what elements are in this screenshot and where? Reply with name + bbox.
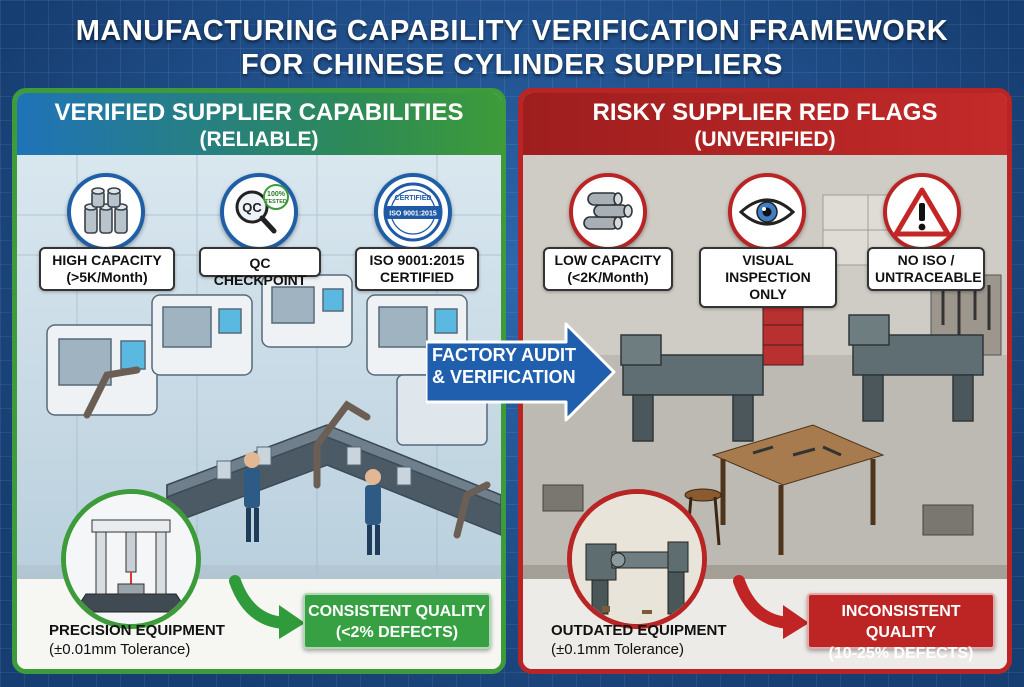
- verified-panel-header: VERIFIED SUPPLIER CAPABILITIES (RELIABLE…: [17, 93, 501, 155]
- factory-audit-text: FACTORY AUDIT & VERIFICATION: [432, 344, 592, 388]
- verified-subheading: (RELIABLE): [199, 128, 319, 151]
- outdated-equipment-text: OUTDATED EQUIPMENT (±0.1mm Tolerance): [551, 621, 727, 659]
- curved-arrow-green-icon: [229, 575, 305, 639]
- qc-magnifier-icon: QC 100% TESTED: [220, 173, 298, 251]
- svg-text:TESTED: TESTED: [265, 199, 287, 205]
- low-capacity-label: LOW CAPACITY (<2K/Month): [543, 247, 673, 291]
- curved-arrow-red-icon: [733, 575, 809, 639]
- factory-audit-arrow: FACTORY AUDIT & VERIFICATION: [426, 322, 616, 422]
- outdated-equipment-label: OUTDATED EQUIPMENT: [551, 622, 727, 639]
- iso-certified-label: ISO 9001:2015 CERTIFIED: [355, 247, 479, 291]
- svg-text:CERTIFIED: CERTIFIED: [395, 195, 432, 202]
- verified-heading: VERIFIED SUPPLIER CAPABILITIES: [54, 99, 464, 126]
- svg-text:QC: QC: [242, 200, 262, 215]
- verified-panel: VERIFIED SUPPLIER CAPABILITIES (RELIABLE…: [12, 88, 506, 674]
- inconsistent-quality-badge: INCONSISTENT QUALITY (10-25% DEFECTS): [807, 593, 995, 662]
- factory-audit-line-1: FACTORY AUDIT: [432, 345, 577, 365]
- consistent-quality-badge: CONSISTENT QUALITY (<2% DEFECTS): [303, 593, 491, 649]
- no-iso-label: NO ISO / UNTRACEABLE: [867, 247, 985, 291]
- iso-seal-icon: CERTIFIED ISO 9001:2015: [374, 173, 452, 251]
- title-line-1: MANUFACTURING CAPABILITY VERIFICATION FR…: [75, 15, 949, 47]
- cylinders-stack-icon: [67, 173, 145, 251]
- qc-checkpoint-label: QC CHECKPOINT: [199, 247, 321, 288]
- cylinders-pile-icon: [569, 173, 647, 251]
- risky-panel-header: RISKY SUPPLIER RED FLAGS (UNVERIFIED): [523, 93, 1007, 155]
- outdated-tolerance: (±0.1mm Tolerance): [551, 641, 685, 658]
- risky-panel: RISKY SUPPLIER RED FLAGS (UNVERIFIED): [518, 88, 1012, 674]
- precision-tolerance: (±0.01mm Tolerance): [49, 641, 191, 658]
- warning-triangle-icon: [883, 173, 961, 251]
- factory-audit-line-2: & VERIFICATION: [432, 367, 576, 387]
- risky-subheading: (UNVERIFIED): [694, 128, 836, 151]
- svg-text:100%: 100%: [267, 191, 286, 198]
- precision-equipment-text: PRECISION EQUIPMENT (±0.01mm Tolerance): [49, 621, 225, 659]
- old-lathe-icon: [567, 489, 707, 629]
- precision-equipment-label: PRECISION EQUIPMENT: [49, 622, 225, 639]
- title-line-2: FOR CHINESE CYLINDER SUPPLIERS: [241, 49, 783, 81]
- precision-cmm-icon: [61, 489, 201, 629]
- risky-heading: RISKY SUPPLIER RED FLAGS: [592, 99, 938, 126]
- arrow-right-icon: [426, 322, 616, 422]
- eye-icon: [728, 173, 806, 251]
- main-title: MANUFACTURING CAPABILITY VERIFICATION FR…: [0, 14, 1024, 82]
- visual-inspection-label: VISUAL INSPECTION ONLY: [699, 247, 837, 308]
- high-capacity-label: HIGH CAPACITY (>5K/Month): [39, 247, 175, 291]
- svg-text:ISO 9001:2015: ISO 9001:2015: [389, 211, 437, 218]
